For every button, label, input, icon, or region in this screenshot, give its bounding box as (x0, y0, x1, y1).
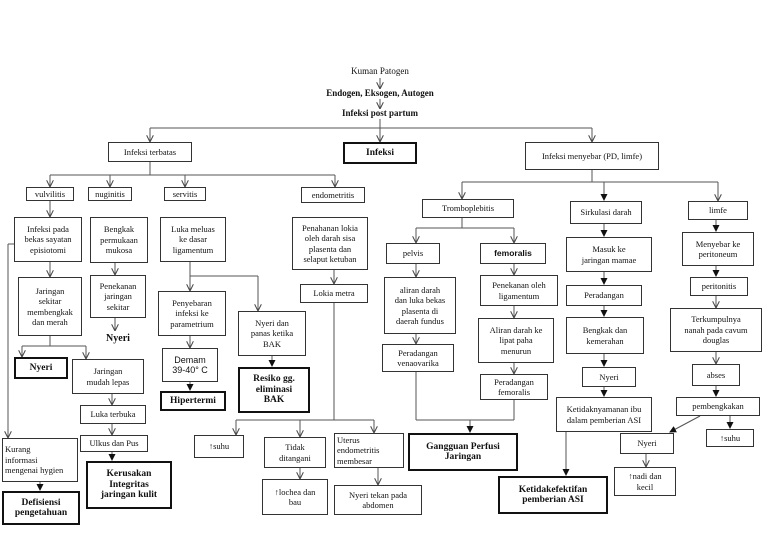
bengkak-mukosa-box: Bengkak permukaan mukosa (90, 217, 148, 263)
kerusakan-integritas-box: Kerusakan Integritas jaringan kulit (86, 461, 172, 509)
penyebaran-parametrium-box: Penyebaran infeksi ke parametrium (158, 291, 226, 336)
penekanan-ligamentum-box: Penekanan oleh ligamentum (480, 275, 558, 306)
nyeri-vulvilitis-box: Nyeri (14, 357, 68, 379)
menyebar-peritoneum-box: Menyebar ke peritoneum (682, 232, 754, 266)
suhu-endometritis-box: ↑suhu (194, 435, 244, 458)
peritonitis-box: peritonitis (690, 277, 748, 296)
infeksi-episiotomi-box: Infeksi pada bekas sayatan episiotomi (14, 217, 82, 262)
lochea-bau-box: ↑lochea dan bau (262, 479, 328, 515)
peradangan-sirkulasi-box: Peradangan (566, 285, 642, 306)
gangguan-perfusi-box: Gangguan Perfusi Jaringan (408, 433, 518, 471)
nuginitis-box: nuginitis (88, 187, 132, 201)
ulkus-pus-box: Ulkus dan Pus (80, 435, 148, 452)
infeksi-post-partum-label: Infeksi post partum (341, 108, 418, 118)
masuk-mamae-box: Masuk ke jaringan mamae (566, 237, 652, 272)
nyeri-nuginitis-label: Nyeri (106, 333, 130, 344)
ketidakefektifan-asi-box: Ketidakefektifan pemberian ASI (498, 476, 608, 514)
aliran-darah-fundus-box: aliran darah dan luka bekas plasenta di … (384, 277, 456, 334)
infeksi-box: Infeksi (343, 142, 417, 164)
nyeri-panas-bak-box: Nyeri dan panas ketika BAK (238, 311, 306, 356)
defisiensi-pengetahuan-box: Defisiensi pengetahuan (2, 491, 80, 525)
nadi-kecil-box: ↑nadi dan kecil (614, 467, 676, 496)
kurang-informasi-box: Kurang informasi mengenai hygien (2, 438, 78, 482)
pelvis-box: pelvis (386, 243, 440, 264)
jaringan-mudah-lepas-box: Jaringan mudah lepas (72, 359, 144, 394)
tidak-ditangani-box: Tidak ditangani (264, 437, 326, 468)
nyeri-sirkulasi-box: Nyeri (582, 367, 636, 387)
lokia-metra-box: Lokia metra (300, 284, 368, 303)
hipertermi-box: Hipertermi (160, 391, 226, 411)
kuman-patogen-label: Kuman Patogen (351, 66, 409, 76)
aliran-lipat-paha-box: Aliran darah ke lipat paha menurun (478, 318, 554, 363)
penekanan-jaringan-box: Penekanan jaringan sekitar (90, 275, 146, 318)
pembengkakan-box: pembengkakan (676, 397, 760, 416)
ketidaknyamanan-box: Ketidaknyamanan ibu dalam pemberian ASI (556, 397, 652, 432)
luka-meluas-box: Luka meluas ke dasar ligamentum (160, 217, 226, 262)
nyeri-tekan-box: Nyeri tekan pada abdomen (334, 485, 422, 515)
femoralis-box: femoralis (480, 243, 546, 264)
servitis-box: servitis (164, 187, 206, 201)
jaringan-membengkak-box: Jaringan sekitar membengkak dan merah (18, 277, 82, 336)
peradangan-femoralis-box: Peradangan femoralis (480, 374, 548, 400)
resiko-eliminasi-box: Resiko gg. eliminasi BAK (238, 367, 310, 413)
endometritis-box: endometritis (301, 187, 365, 203)
terkumpulnya-nanah-box: Terkumpulnya nanah pada cavum douglas (670, 308, 762, 352)
penahanan-lokia-box: Penahanan lokia oleh darah sisa plasenta… (292, 217, 368, 270)
nyeri-limfe-box: Nyeri (620, 433, 674, 454)
luka-terbuka-box: Luka terbuka (80, 405, 146, 424)
limfe-box: limfe (688, 201, 748, 220)
uterus-membesar-box: Uterus endometritis membesar (334, 433, 404, 468)
sirkulasi-darah-box: Sirkulasi darah (570, 201, 642, 224)
endogen-label: Endogen, Eksogen, Autogen (326, 88, 434, 98)
bengkak-kemerahan-box: Bengkak dan kemerahan (566, 317, 644, 354)
vulvilitis-box: vulvilitis (26, 187, 74, 201)
abses-box: abses (692, 364, 740, 386)
tromboplebitis-box: Tromboplebitis (422, 199, 514, 218)
peradangan-venaovarika-box: Peradangan venaovarika (382, 344, 454, 372)
suhu-limfe-box: ↑suhu (706, 429, 754, 447)
infeksi-menyebar-box: Infeksi menyebar (PD, limfe) (525, 142, 659, 170)
demam-box: Demam 39-40° C (162, 348, 218, 382)
infeksi-terbatas-box: Infeksi terbatas (108, 142, 192, 162)
